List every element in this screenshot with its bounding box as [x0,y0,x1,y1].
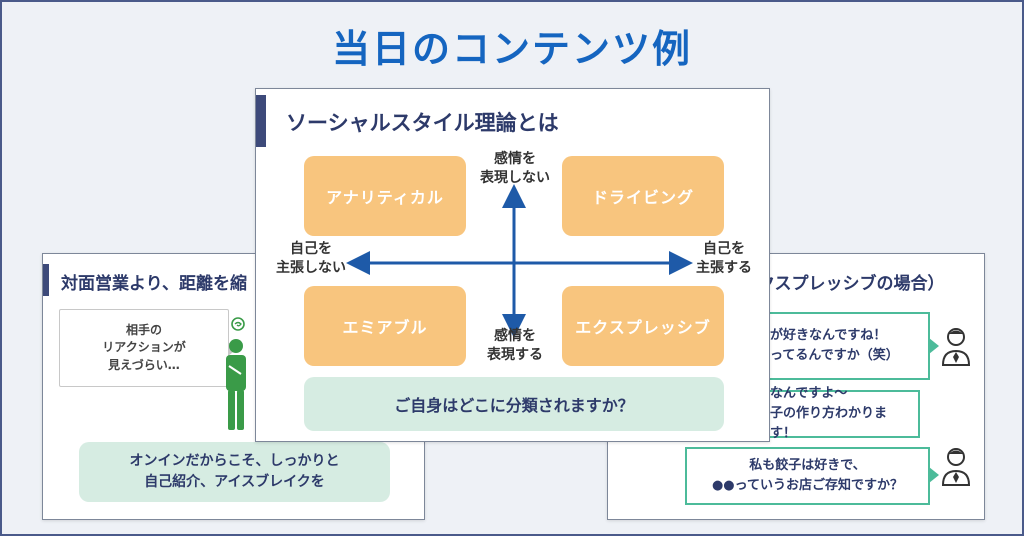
quadrant-amiable: エミアブル [304,286,466,366]
confused-person-icon [226,317,246,430]
question-box: ご自身はどこに分類されますか？ [304,377,724,431]
advice-box: オンインだからこそ、しっかりと 自己紹介、アイスブレイクを [79,442,390,502]
speech-bubble-2: なんですよ～ 子の作り方わかります！ [758,386,920,441]
speech-line: ってるんですか（笑） [770,348,899,363]
speech-tail [929,467,939,483]
axis-label-top: 感情を 表現しない [468,150,562,188]
bubble-line: 見えづらい… [108,357,180,372]
axis-label-line: 表現しない [480,169,550,186]
slide-center-title: ソーシャルスタイル理論とは [286,111,559,135]
axis-label-line: 主張しない [276,259,346,276]
speech-line: 子の作り方わかります！ [770,405,888,442]
thought-bubble: 相手の リアクションが 見えづらい… [59,309,237,387]
axis-label-line: 自己を [290,241,332,257]
bubble-line: リアクションが [102,340,186,355]
title-accent-bar [256,95,266,147]
speech-line: が好きなんですね！ [770,327,887,343]
quadrant-driving: ドライビング [562,156,724,236]
speech-bubble-1: が好きなんですね！ ってるんですか（笑） [758,312,939,380]
speech-tail [929,338,939,354]
speech-line: 私も餃子は好きで、 [749,457,866,473]
axes-arrows [346,184,693,338]
bubble-line: 相手の [125,322,162,337]
speech-line: なんですよ～ [770,385,848,401]
speech-line: ●●っていうお店ご存知ですか？ [711,478,904,493]
axis-label-left: 自己を 主張しない [270,240,352,278]
axis-label-bottom: 感情を 表現する [468,327,562,365]
axis-label-line: 感情を [494,328,536,344]
person-icon [941,328,971,366]
axis-label-line: 自己を [703,241,745,257]
axis-label-line: 感情を [494,151,536,167]
axis-label-line: 主張する [696,259,752,276]
person-icon [941,448,971,486]
advice-line: 自己紹介、アイスブレイクを [144,474,325,490]
slide-left-title: 対面営業より、距離を縮 [61,274,247,294]
quadrant-expressive: エクスプレッシブ [562,286,724,366]
title-accent-bar [43,264,49,296]
page-title: 当日のコンテンツ例 [331,27,692,71]
slide-center: ソーシャルスタイル理論とは アナリティカル ドライビング エミアブル エクスプレ… [255,88,770,442]
advice-line: オンインだからこそ、しっかりと [129,453,340,469]
quadrant-analytical: アナリティカル [304,156,466,236]
axis-label-line: 表現する [487,346,543,363]
slide-right-title: クスプレッシブの場合） [758,274,945,294]
axis-label-right: 自己を 主張する [682,240,766,278]
speech-bubble-3: 私も餃子は好きで、 ●●っていうお店ご存知ですか？ [685,447,939,505]
